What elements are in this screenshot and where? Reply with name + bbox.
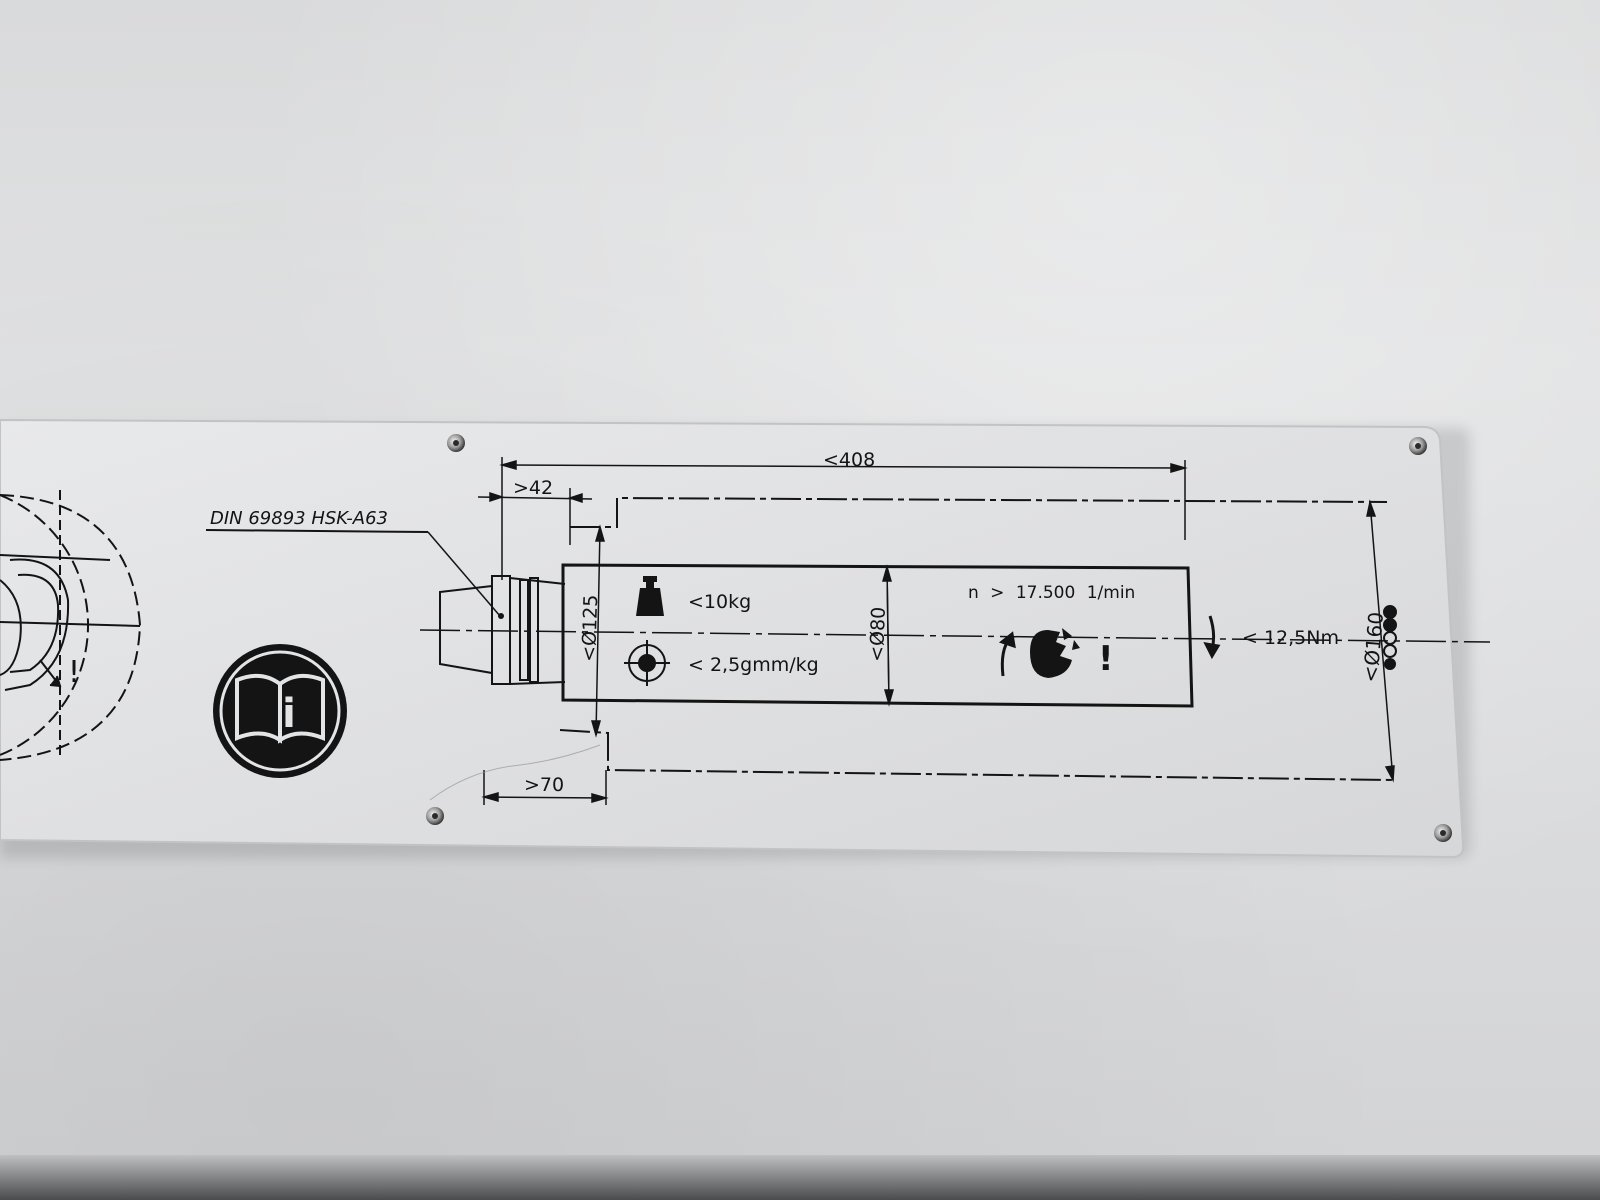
tool-holder-detail-drawing [0,490,142,761]
screw-icon [447,434,465,452]
dim-diameter-125: <Ø125 [578,594,602,662]
machine-bottom-edge [0,1155,1600,1200]
max-speed: n > 17.500 1/min [968,583,1135,603]
rotation-arrow-icon [998,631,1016,677]
standard-label: DIN 69893 HSK-A63 [210,508,388,529]
dimension-lines [477,457,1395,805]
max-torque: < 12,5Nm [1242,627,1339,649]
dim-shank-42: >42 [513,477,553,499]
screw-icon [1409,437,1427,455]
screw-icon [426,807,444,825]
warning-mark-main: ! [1098,639,1114,679]
weight-icon [636,576,664,616]
plate-body [0,418,1465,859]
dim-diameter-80: <Ø80 [866,606,890,662]
max-unbalance: < 2,5gmm/kg [688,654,819,676]
dim-length-408: <408 [823,449,875,471]
info-sign-letter: i [282,691,296,737]
scratch-mark [429,744,601,801]
broken-tool-icon [1030,628,1080,678]
manual-info-icon [213,644,347,778]
warning-mark-left: ! [68,655,80,690]
torque-arrow-icon [1203,615,1221,660]
dim-collar-70: >70 [524,774,564,796]
balance-quality-dots [1383,605,1397,670]
max-weight: <10kg [688,591,751,613]
screw-icon [1434,824,1452,842]
tool-envelope-drawing [559,496,1396,781]
hsk-tool-holder-drawing [419,575,1491,685]
balance-target-icon [624,640,670,686]
